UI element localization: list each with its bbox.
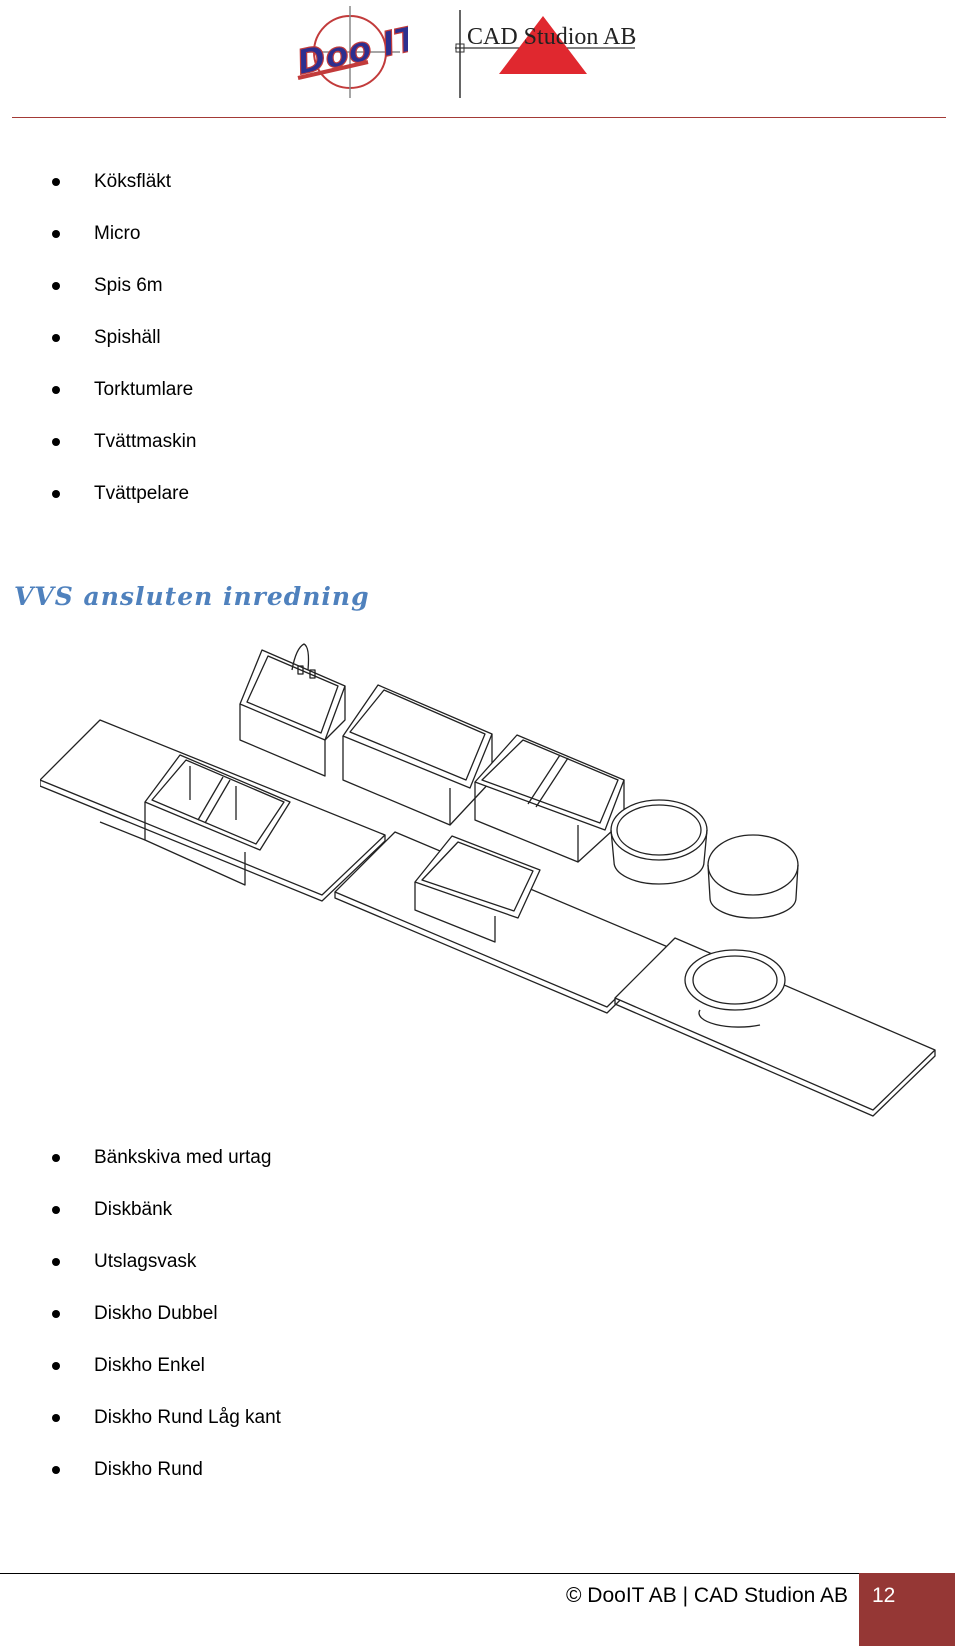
list-item: Diskho Dubbel xyxy=(48,1288,281,1340)
footer-divider xyxy=(0,1573,860,1574)
list-item: Spis 6m xyxy=(48,260,196,312)
footer-copyright: © DooIT AB | CAD Studion AB xyxy=(565,1584,848,1607)
list-item: Diskho Enkel xyxy=(48,1340,281,1392)
sink-fixtures-drawing xyxy=(40,643,936,1117)
bullet-icon xyxy=(52,1206,60,1214)
bullet-icon xyxy=(52,334,60,342)
bullet-icon xyxy=(52,1154,60,1162)
list-item: Utslagsvask xyxy=(48,1236,281,1288)
bullet-icon xyxy=(52,1310,60,1318)
list-item: Tvättmaskin xyxy=(48,416,196,468)
cad-studion-logo: CAD Studion AB xyxy=(455,10,636,98)
section-heading: VVS ansluten inredning xyxy=(14,582,370,611)
bullet-icon xyxy=(52,1362,60,1370)
list-item: Köksfläkt xyxy=(48,156,196,208)
bullet-icon xyxy=(52,230,60,238)
bullet-icon xyxy=(52,282,60,290)
list-item: Torktumlare xyxy=(48,364,196,416)
fixtures-list: Bänkskiva med urtag Diskbänk Utslagsvask… xyxy=(48,1132,281,1496)
bullet-icon xyxy=(52,438,60,446)
page-number-box xyxy=(859,1573,955,1646)
dooit-logo: Doo IT xyxy=(293,6,408,98)
list-item: Bänkskiva med urtag xyxy=(48,1132,281,1184)
bullet-icon xyxy=(52,386,60,394)
bullet-icon xyxy=(52,1466,60,1474)
bullet-icon xyxy=(52,1414,60,1422)
list-item: Tvättpelare xyxy=(48,468,196,520)
list-item: Diskho Rund xyxy=(48,1444,281,1496)
appliances-list: Köksfläkt Micro Spis 6m Spishäll Torktum… xyxy=(48,156,196,520)
list-item: Diskho Rund Låg kant xyxy=(48,1392,281,1444)
bullet-icon xyxy=(52,490,60,498)
list-item: Spishäll xyxy=(48,312,196,364)
page-number: 12 xyxy=(872,1584,896,1607)
header-divider xyxy=(12,117,946,118)
list-item: Micro xyxy=(48,208,196,260)
bullet-icon xyxy=(52,1258,60,1266)
list-item: Diskbänk xyxy=(48,1184,281,1236)
page-header: Doo IT CAD Studion AB xyxy=(0,0,960,122)
bullet-icon xyxy=(52,178,60,186)
svg-text:CAD Studion AB: CAD Studion AB xyxy=(467,24,636,50)
